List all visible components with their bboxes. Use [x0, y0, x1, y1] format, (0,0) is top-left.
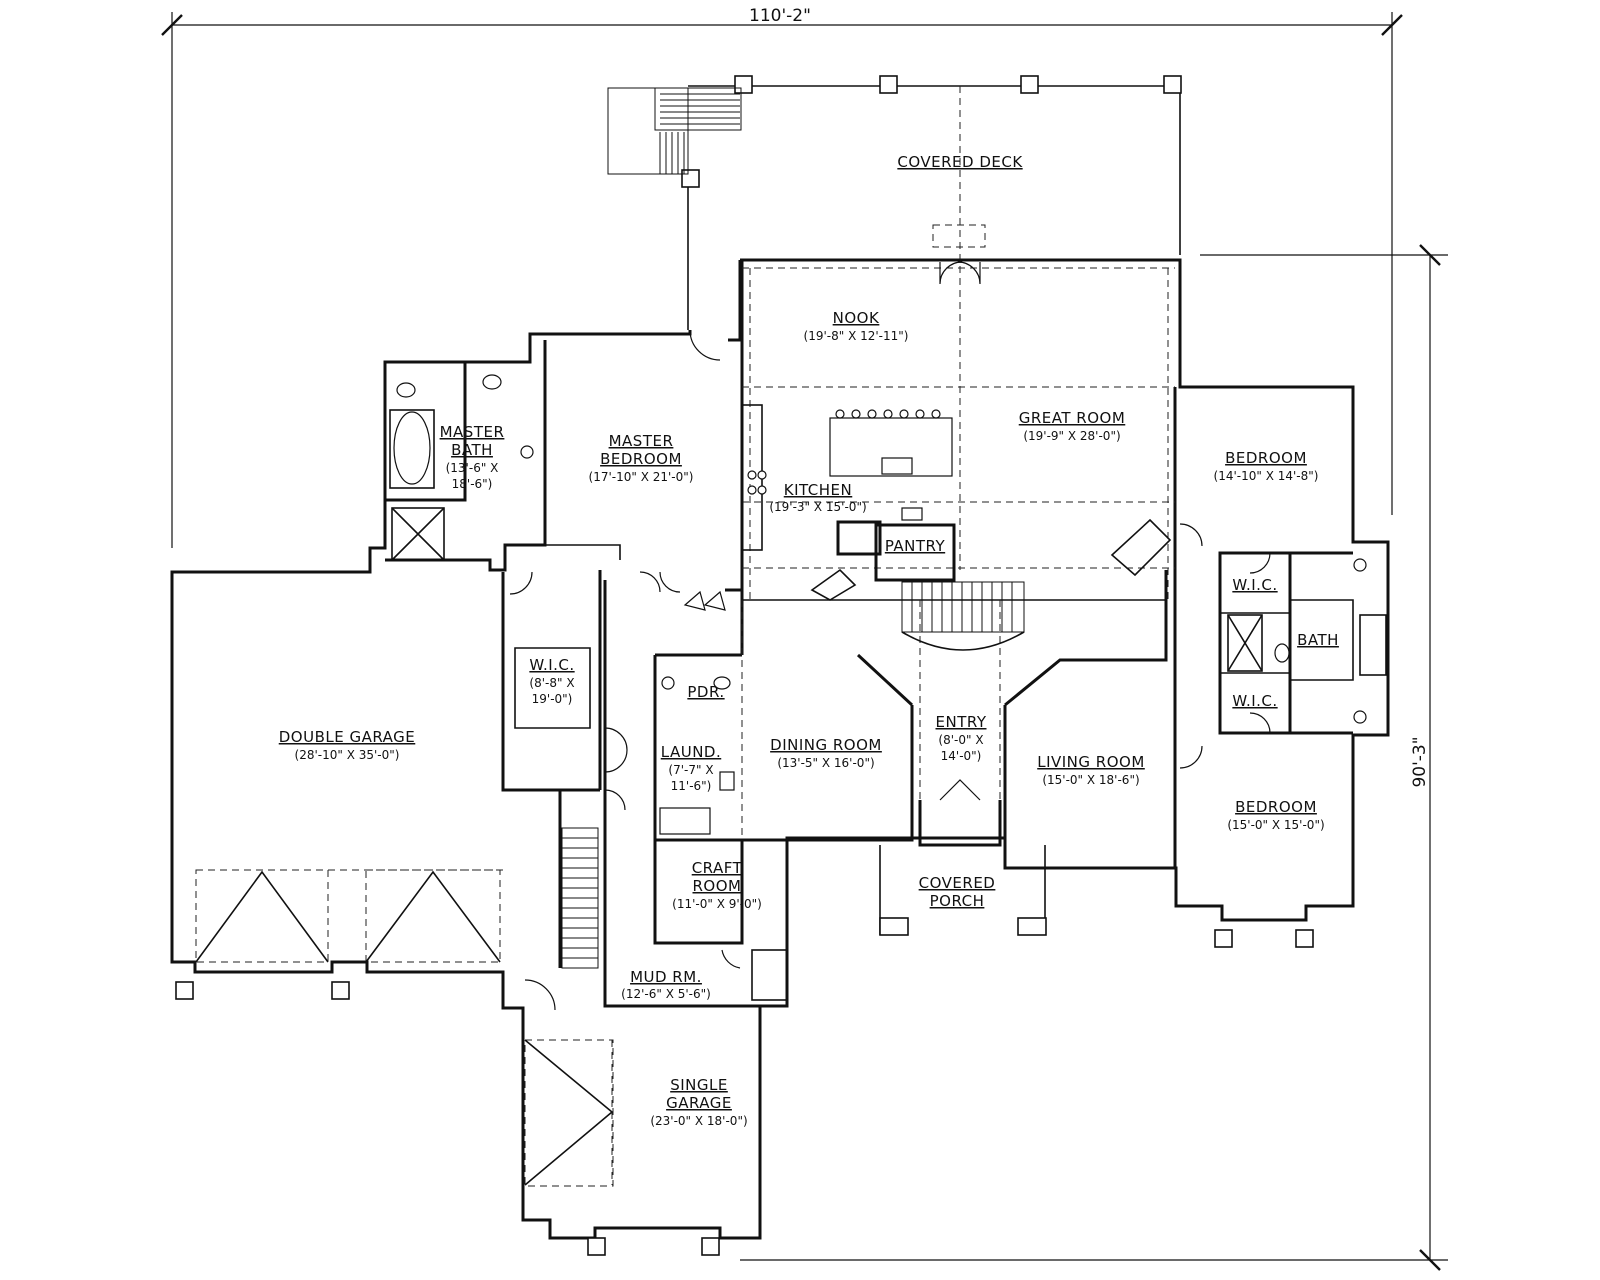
room-label-wic-master: W.I.C. — [529, 656, 574, 674]
room-size-living-room: (15'-0" X 18'-6") — [1042, 773, 1139, 787]
room-size-master-bath-2: 18'-6") — [452, 477, 493, 491]
room-labels: COVERED DECK NOOK (19'-8" X 12'-11") GRE… — [279, 153, 1339, 1128]
covered-deck-outline — [681, 75, 1182, 570]
room-label-covered-deck: COVERED DECK — [897, 153, 1023, 171]
room-label-living-room: LIVING ROOM — [1037, 753, 1145, 771]
room-label-mud-room: MUD RM. — [630, 968, 702, 986]
basement-stair — [561, 827, 599, 969]
kitchen-fixtures — [741, 404, 1172, 601]
room-size-double-garage: (28'-10" X 35'-0") — [295, 748, 400, 762]
interior-walls — [385, 260, 1354, 1008]
room-size-mud-room: (12'-6" X 5'-6") — [621, 987, 711, 1001]
exterior-walls — [170, 258, 1390, 1240]
room-label-bedroom-1: BEDROOM — [1225, 449, 1307, 467]
deck-stairs — [607, 87, 742, 175]
room-label-master-bedroom-2: BEDROOM — [600, 450, 682, 468]
room-label-dining-room: DINING ROOM — [770, 736, 882, 754]
room-label-bath: BATH — [1297, 631, 1339, 649]
main-stair — [901, 581, 1025, 651]
garage-doors — [175, 869, 614, 1187]
door-swings — [509, 261, 1271, 1011]
porch-and-columns — [587, 845, 1314, 1256]
room-size-bedroom-1: (14'-10" X 14'-8") — [1214, 469, 1319, 483]
room-label-covered-porch-2: PORCH — [930, 892, 985, 910]
room-size-entry-2: 14'-0") — [941, 749, 982, 763]
room-label-master-bath-2: BATH — [451, 441, 493, 459]
room-size-bedroom-2: (15'-0" X 15'-0") — [1227, 818, 1324, 832]
room-label-bedroom-2: BEDROOM — [1235, 798, 1317, 816]
overhead-dashed-lines — [196, 267, 1175, 1185]
room-label-kitchen: KITCHEN — [784, 481, 853, 499]
room-label-craft-room-2: ROOM — [693, 877, 742, 895]
room-label-pantry: PANTRY — [885, 537, 946, 555]
room-size-kitchen: (19'-3" X 15'-0") — [769, 500, 866, 514]
room-label-nook: NOOK — [833, 309, 880, 327]
room-size-great-room: (19'-9" X 28'-0") — [1023, 429, 1120, 443]
room-label-double-garage: DOUBLE GARAGE — [279, 728, 416, 746]
room-label-great-room: GREAT ROOM — [1019, 409, 1126, 427]
room-label-wic-bed-1: W.I.C. — [1232, 576, 1277, 594]
room-label-covered-porch-1: COVERED — [919, 874, 996, 892]
room-label-wic-bed-2: W.I.C. — [1232, 692, 1277, 710]
room-label-pdr: PDR. — [687, 683, 724, 701]
room-label-master-bath-1: MASTER — [440, 423, 505, 441]
room-size-master-bedroom: (17'-10" X 21'-0") — [589, 470, 694, 484]
overall-depth-label: 90'-3" — [1410, 736, 1430, 787]
room-size-wic-master-2: 19'-0") — [532, 692, 573, 706]
room-label-craft-room-1: CRAFT — [692, 859, 743, 877]
room-label-laundry: LAUND. — [661, 743, 721, 761]
room-size-single-garage: (23'-0" X 18'-0") — [650, 1114, 747, 1128]
room-label-master-bedroom-1: MASTER — [609, 432, 674, 450]
bath-fixtures — [389, 374, 1387, 835]
overall-width-label: 110'-2" — [749, 6, 811, 26]
room-size-laundry-1: (7'-7" X — [668, 763, 713, 777]
room-size-nook: (19'-8" X 12'-11") — [804, 329, 909, 343]
room-label-entry: ENTRY — [936, 713, 987, 731]
room-size-entry-1: (8'-0" X — [938, 733, 983, 747]
room-label-single-garage-1: SINGLE — [670, 1076, 728, 1094]
overall-depth-dimension: 90'-3" — [740, 244, 1448, 1271]
room-size-craft-room: (11'-0" X 9'-0") — [672, 897, 762, 911]
overall-width-dimension: 110'-2" — [161, 6, 1403, 548]
room-size-master-bath-1: (13'-6" X — [446, 461, 499, 475]
room-size-laundry-2: 11'-6") — [671, 779, 712, 793]
room-label-single-garage-2: GARAGE — [666, 1094, 732, 1112]
room-size-dining-room: (13'-5" X 16'-0") — [777, 756, 874, 770]
room-size-wic-master-1: (8'-8" X — [529, 676, 574, 690]
